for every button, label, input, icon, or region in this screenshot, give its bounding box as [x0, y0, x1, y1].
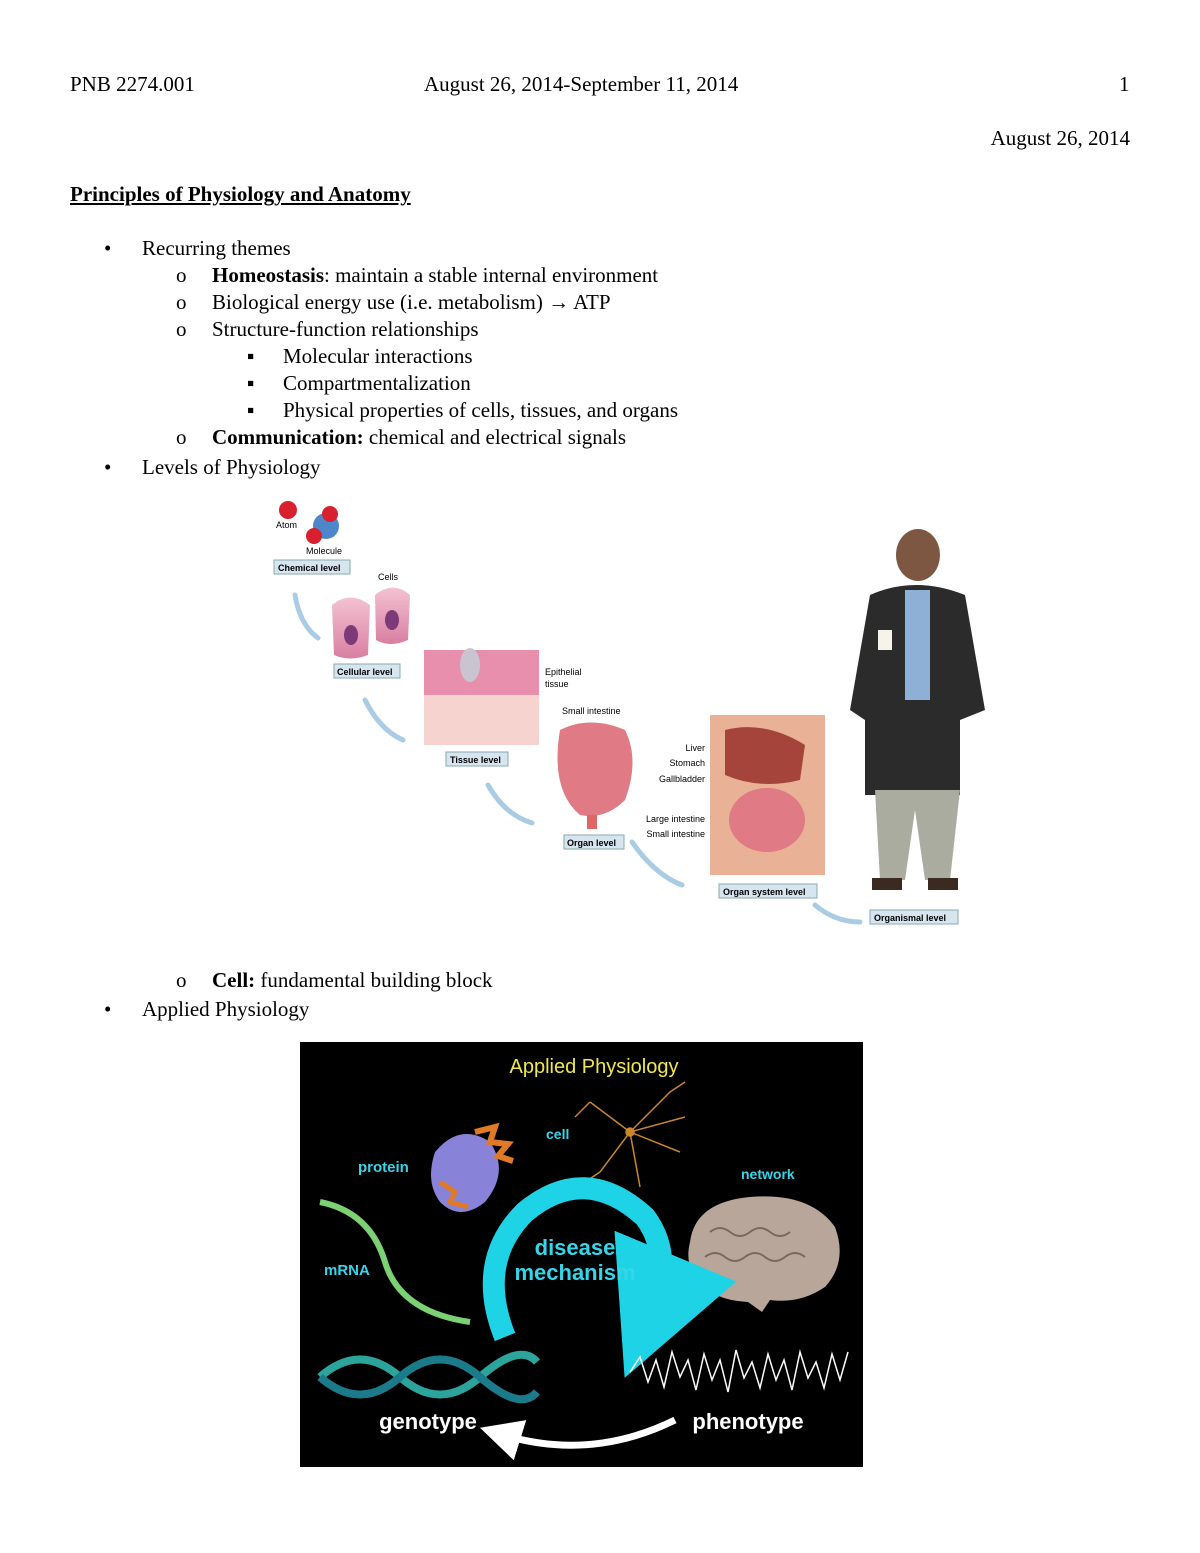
mechanism-label: mechanism	[514, 1260, 635, 1285]
person-figure	[850, 529, 985, 890]
term: Cell:	[212, 968, 256, 992]
cells-icon	[332, 587, 410, 659]
cells-label: Cells	[378, 572, 399, 582]
molecule-icon	[306, 506, 339, 544]
large-intestine-label: Large intestine	[646, 814, 705, 824]
atom-label: Atom	[276, 520, 297, 530]
chemical-level-box	[273, 559, 351, 575]
tissue-level-label: Tissue level	[450, 755, 501, 765]
genotype-label: genotype	[379, 1409, 477, 1434]
definition: : maintain a stable internal environment	[324, 263, 659, 287]
organismal-level-label: Organismal level	[874, 913, 946, 923]
list-item: Compartmentalization	[283, 371, 471, 395]
organ-level-box	[563, 834, 625, 850]
cellular-level-label: Cellular level	[337, 667, 393, 677]
square-bullet-icon: ▪	[247, 371, 255, 395]
applied-physiology-figure: Applied Physiology protein cell network …	[300, 1042, 863, 1467]
bullet-icon: •	[104, 997, 112, 1021]
phenotype-label: phenotype	[692, 1409, 803, 1434]
tissue-level-box	[445, 751, 509, 767]
small-intestine-label: Small intestine	[646, 829, 705, 839]
dna-helix-icon	[317, 1350, 541, 1404]
epithelial-label-2: tissue	[545, 679, 569, 689]
feedback-arrow-icon	[479, 1416, 677, 1461]
protein-icon	[431, 1122, 514, 1212]
list-item: Cell: fundamental building block	[212, 968, 493, 993]
levels-of-physiology-figure: Atom Molecule Chemical level Cells Cellu…	[273, 501, 985, 925]
epithelial-label-1: Epithelial	[545, 667, 582, 677]
stomach-label: Stomach	[669, 758, 705, 768]
liver-label: Liver	[685, 743, 705, 753]
list-item: Communication: chemical and electrical s…	[212, 425, 626, 450]
definition: fundamental building block	[255, 968, 493, 992]
list-item: Levels of Physiology	[142, 455, 321, 479]
square-bullet-icon: ▪	[247, 398, 255, 422]
list-item: Physical properties of cells, tissues, a…	[283, 398, 679, 422]
small-intestine-top-label: Small intestine	[562, 706, 621, 716]
square-bullet-icon: ▪	[247, 344, 255, 368]
organ-system-level-box	[718, 883, 818, 899]
bullet-icon: •	[104, 236, 112, 260]
network-label: network	[741, 1166, 795, 1182]
list-item: Applied Physiology	[142, 997, 310, 1021]
list-item: Biological energy use (i.e. metabolism) …	[212, 290, 611, 314]
term: Communication:	[212, 425, 364, 449]
eeg-trace-icon	[629, 1349, 849, 1393]
flow-arrows	[292, 592, 863, 925]
organ-level-label: Organ level	[567, 838, 616, 848]
term: Homeostasis	[212, 263, 324, 287]
date-range: August 26, 2014-September 11, 2014	[424, 72, 739, 96]
page-title: Principles of Physiology and Anatomy	[70, 182, 411, 206]
applied-title: Applied Physiology	[510, 1056, 679, 1078]
organ-system-level-label: Organ system level	[723, 887, 806, 897]
definition: chemical and electrical signals	[363, 425, 627, 449]
protein-label: protein	[358, 1159, 409, 1176]
cell-label: cell	[546, 1126, 569, 1142]
circle-bullet-icon: o	[176, 425, 187, 449]
circle-bullet-icon: o	[176, 968, 187, 992]
lecture-date: August 26, 2014	[990, 126, 1130, 150]
organismal-level-box	[869, 909, 959, 925]
intestine-icon	[557, 722, 633, 829]
molecule-label: Molecule	[306, 546, 342, 556]
atom-icon	[279, 501, 297, 519]
list-item: Molecular interactions	[283, 344, 473, 368]
gallbladder-label: Gallbladder	[659, 774, 705, 784]
torso-icon	[710, 715, 825, 875]
disease-label: disease	[535, 1235, 616, 1260]
circle-bullet-icon: o	[176, 263, 187, 287]
circle-bullet-icon: o	[176, 317, 187, 341]
list-item: Recurring themes	[142, 236, 291, 260]
mrna-label: mRNA	[324, 1262, 370, 1279]
neuron-icon	[574, 1081, 686, 1188]
chemical-level-label: Chemical level	[278, 563, 341, 573]
list-item: Structure-function relationships	[212, 317, 479, 341]
bullet-icon: •	[104, 455, 112, 479]
course-code: PNB 2274.001	[70, 72, 195, 96]
cellular-level-box	[333, 663, 401, 679]
list-item: Homeostasis: maintain a stable internal …	[212, 263, 658, 288]
disease-cycle-arrow-icon	[482, 1177, 737, 1378]
mrna-strand-icon	[319, 1199, 471, 1325]
page-number: 1	[1119, 72, 1130, 96]
circle-bullet-icon: o	[176, 290, 187, 314]
tissue-icon	[424, 648, 539, 745]
